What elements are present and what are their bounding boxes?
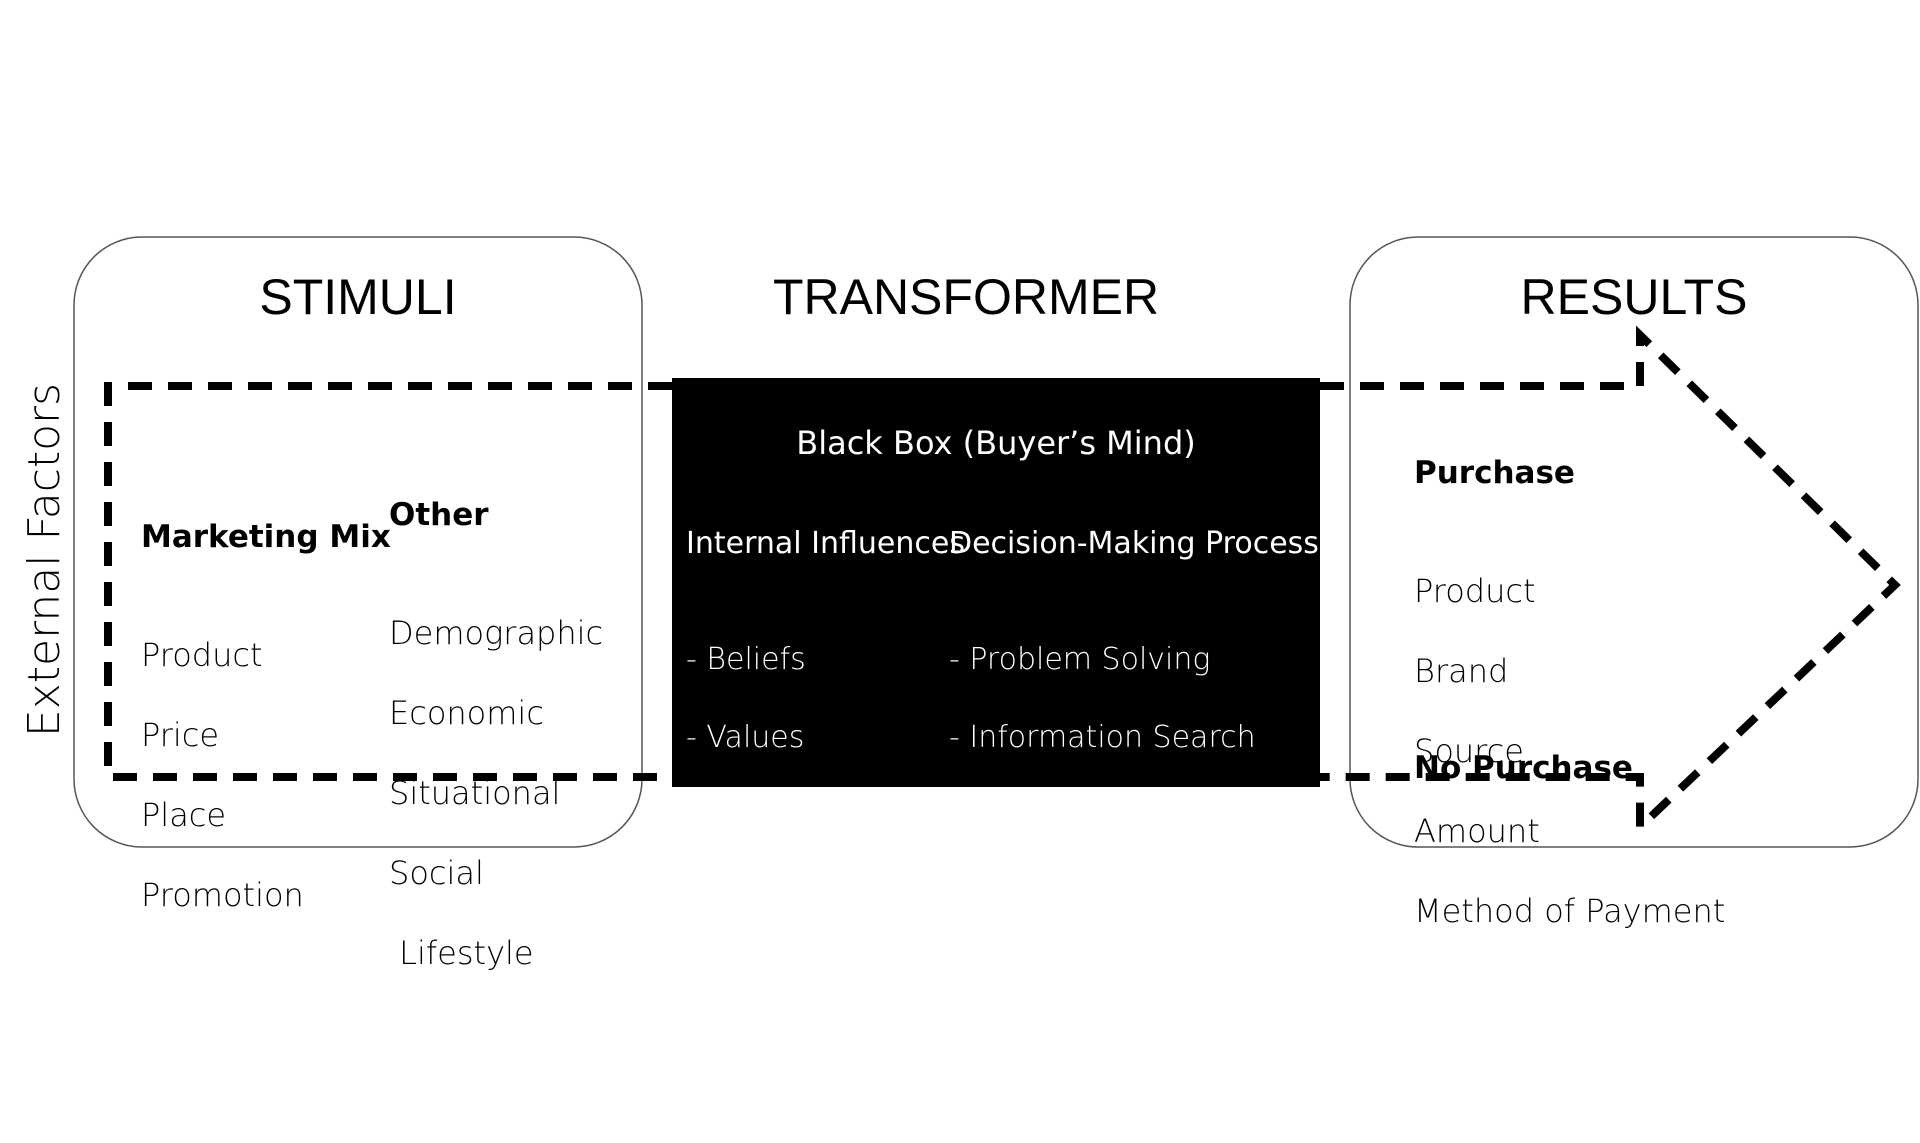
decision-process-group: Decision-Making Process - Problem Solvin… [949,486,1319,1143]
list-item: Source [1414,732,1524,770]
no-purchase-heading: No Purchase [1414,750,1633,786]
dashed-arrow-outline [1320,325,1901,837]
other-heading: Other [389,497,489,533]
list-item: Place [141,796,227,834]
purchase-heading: Purchase [1414,455,1575,491]
list-item: - Values [686,719,805,755]
internal-influences-heading: Internal Influences [686,526,965,561]
list-item: - Evaluation [949,1029,1128,1065]
list-item: Lifestyle [389,934,534,972]
internal-influences-group: Internal Influences - Beliefs - Values -… [686,486,965,1143]
list-item: Amount [1414,812,1540,850]
list-item: - Beliefs [686,642,806,677]
black-box-title: Black Box (Buyer’s Mind) [796,424,1196,462]
black-box [672,378,1320,787]
results-box [1349,236,1919,848]
other-group: Other Demographic Economic Situational S… [389,456,603,1050]
no-purchase-group: No Purchase [1414,709,1633,827]
list-item: - Purchase [949,874,1106,910]
list-item: Social [389,854,484,892]
stimuli-box [73,236,643,848]
diagram-shapes [73,236,1919,848]
transformer-title: TRANSFORMER [772,269,1160,325]
internal-influences-list: - Beliefs - Values - Learning - Motives/… [686,602,965,1105]
decision-process-heading: Decision-Making Process [949,526,1319,561]
list-item: Brand [1414,652,1509,690]
list-item: Product [141,636,263,674]
list-item: - Alternate Evaluation [949,797,1276,832]
list-item: - Learning [686,797,836,832]
list-item: Demographic [389,614,604,652]
results-title: RESULTS [1520,269,1748,325]
external-factors-label: External Factors [19,382,70,738]
list-item: Situational [389,774,561,812]
decision-process-list: - Problem Solving - Information Search -… [949,602,1319,1105]
list-item: - Post Purchase [949,952,1178,987]
purchase-group: Purchase Product Brand Source Amount Met… [1414,414,1725,1008]
list-item: - Motives/Needs [686,874,927,910]
diagram-canvas: STIMULI TRANSFORMER RESULTS External Fac… [19,236,1919,1050]
list-item: Economic [389,694,544,732]
stimuli-title: STIMULI [259,269,457,325]
list-item: - Information Search [949,719,1256,755]
purchase-list: Product Brand Source Amount Method of Pa… [1414,532,1725,970]
list-item: Method of Payment [1414,892,1726,930]
marketing-mix-group: Marketing Mix Product Price Place Promot… [141,478,391,992]
list-item: - Problem Solving [949,642,1211,677]
list-item: - Lifestyle [686,1029,833,1065]
list-item: Promotion [141,876,304,914]
list-item: Price [141,716,220,754]
marketing-mix-list: Product Price Place Promotion [141,596,391,954]
list-item: Product [1414,572,1536,610]
list-item: - Perception [686,952,865,987]
other-list: Demographic Economic Situational Social … [389,574,603,1012]
dashed-external-outline [104,382,672,781]
marketing-mix-heading: Marketing Mix [141,519,391,555]
